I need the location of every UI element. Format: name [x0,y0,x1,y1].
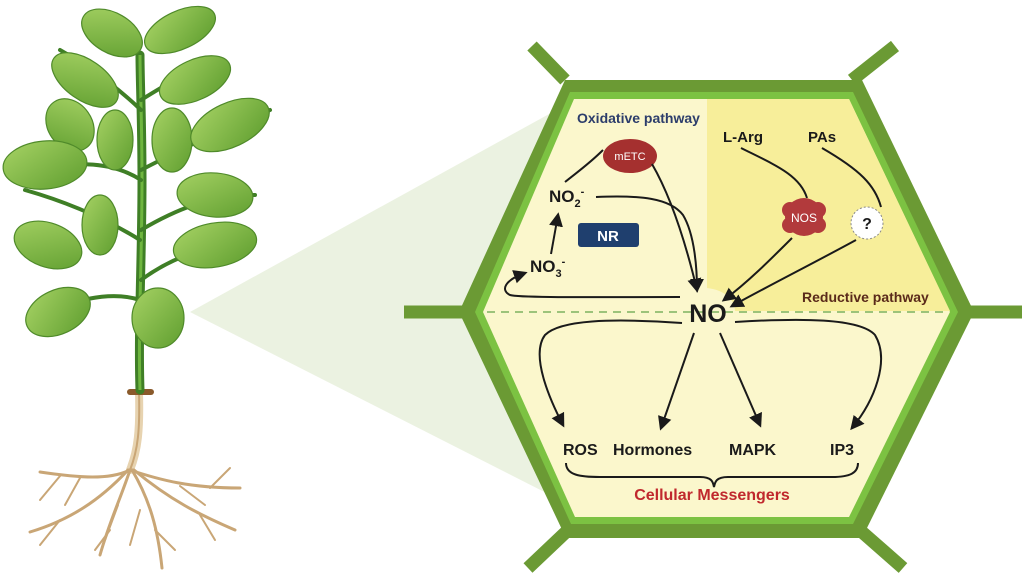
zoom-cone [190,108,570,505]
unknown-node [850,206,884,240]
pas-label: PAs [808,129,836,146]
messenger-ip3: IP3 [830,442,854,459]
arrow-unknown-to-no [729,239,857,308]
leaves [2,5,270,349]
no3-label: NO3- [530,256,566,280]
nos-label: NOS [791,211,817,225]
arrow-no-to-ros [538,319,683,428]
arrow-metc-to-no [651,163,702,293]
arrow-no-to-hormones [658,332,695,431]
reductive-pathway-region [707,99,950,311]
oxidative-pathway-title: Oxidative pathway [577,110,700,126]
messenger-mapk: MAPK [729,442,777,459]
reductive-pathway-title: Reductive pathway [802,289,929,305]
line-pas-to-unknown [821,147,882,208]
line-no2-to-metc [564,149,604,183]
cell-wall-extensions [404,40,1022,573]
arrow-no2-to-no [595,195,704,293]
nos-node [782,198,826,236]
line-larg-to-nos [740,147,808,199]
plant-illustration [2,5,272,570]
roots [28,388,242,570]
arrow-no3-to-no2 [549,212,563,255]
nr-box [578,223,639,247]
arrow-no-to-ip3 [734,318,883,431]
larg-label: L-Arg [723,129,763,146]
arrow-no-to-mapk [719,332,762,428]
messenger-hormones: Hormones [613,442,692,459]
nr-label: NR [597,228,619,245]
no-center-label: NO [689,300,727,328]
messengers-brace [565,462,859,488]
messenger-ros: ROS [563,442,598,459]
cellular-messengers-label: Cellular Messengers [634,487,790,504]
no2-label: NO2- [549,186,585,210]
arrow-no-to-no3 [504,270,681,299]
metc-label: mETC [614,151,645,163]
unknown-label: ? [862,216,872,233]
metc-node [603,139,657,173]
